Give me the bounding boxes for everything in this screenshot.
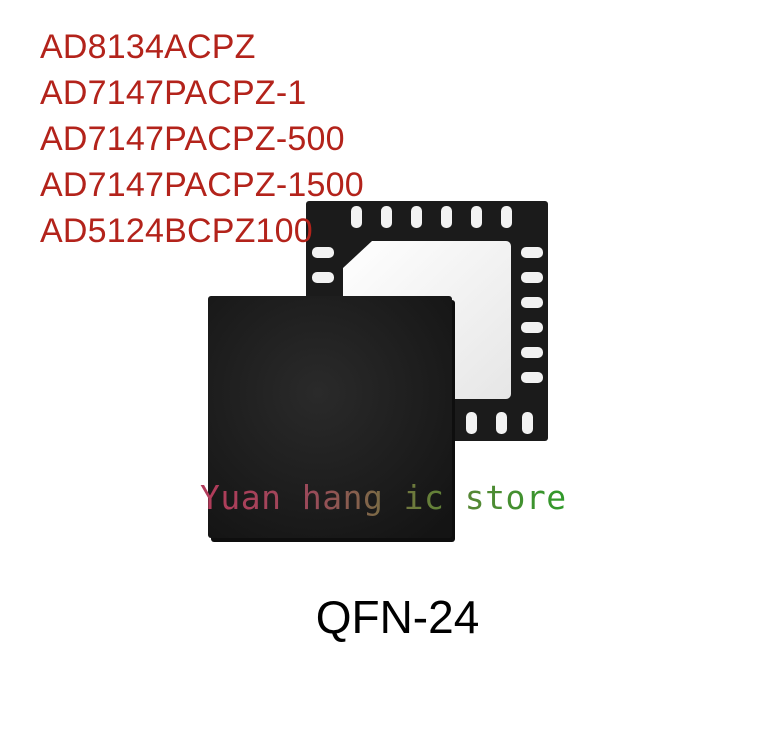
part-number-list: AD8134ACPZ AD7147PACPZ-1 AD7147PACPZ-500…: [40, 24, 364, 254]
bottom-pin-row: [466, 412, 533, 434]
pin: [471, 206, 482, 228]
pin: [521, 247, 543, 258]
pin: [522, 412, 533, 434]
part-number: AD5124BCPZ100: [40, 212, 313, 250]
pin: [521, 297, 543, 308]
pin: [521, 272, 543, 283]
pin: [466, 412, 477, 434]
store-watermark: Yuan hang ic store: [200, 478, 567, 517]
part-number: AD7147PACPZ-500: [40, 120, 345, 158]
right-pin-column: [521, 247, 543, 383]
pin: [312, 272, 334, 283]
pin: [312, 247, 334, 258]
left-pin-column: [312, 247, 334, 283]
package-label: QFN-24: [0, 590, 779, 644]
chip-top-view: [208, 296, 455, 542]
pin1-notch: [343, 241, 372, 268]
pin: [351, 206, 362, 228]
pin: [496, 412, 507, 434]
chip-top-body: [208, 296, 452, 538]
pin: [441, 206, 452, 228]
pin: [521, 372, 543, 383]
pin: [521, 322, 543, 333]
part-number: AD7147PACPZ-1: [40, 74, 307, 112]
pin: [501, 206, 512, 228]
top-pin-row: [351, 206, 512, 228]
part-number: AD7147PACPZ-1500: [40, 166, 364, 204]
part-number: AD8134ACPZ: [40, 28, 256, 66]
pin: [521, 347, 543, 358]
pin: [411, 206, 422, 228]
pin: [381, 206, 392, 228]
package-label-text: QFN-24: [315, 591, 480, 643]
